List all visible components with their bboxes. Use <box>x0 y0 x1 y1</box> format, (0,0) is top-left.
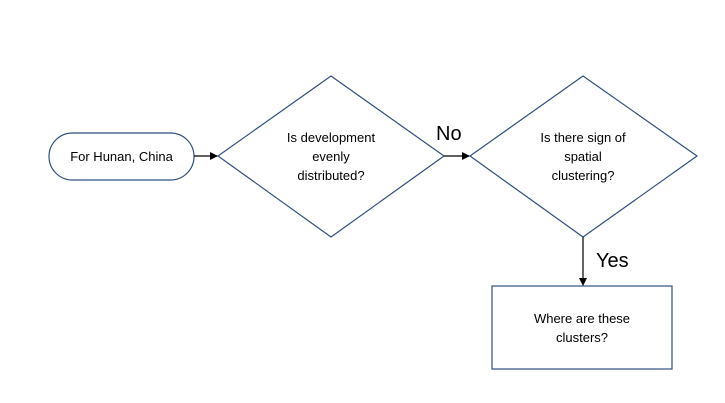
process-where-box <box>491 285 673 370</box>
edge-label-yes: Yes <box>596 250 629 272</box>
decision-even-label: Is development evenly distributed? <box>286 129 376 183</box>
decision-even-diamond <box>216 75 446 238</box>
process-where-label: Where are these clusters? <box>533 311 631 345</box>
edge-label-no: No <box>436 123 462 145</box>
start-terminator-label: For Hunan, China <box>70 149 173 164</box>
decision-cluster-label: Is there sign of spatial clustering? <box>540 129 626 183</box>
